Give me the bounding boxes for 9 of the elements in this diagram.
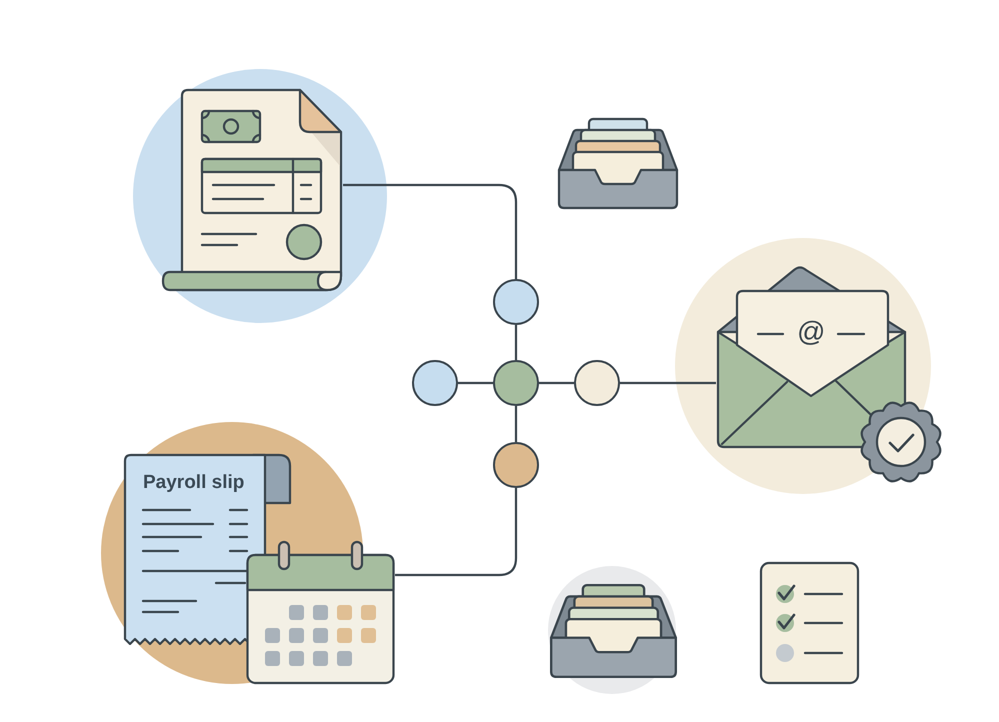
connector-line [395,488,518,576]
connector-line [620,382,716,384]
at-sign: @ [797,318,826,346]
connector-line [458,382,493,384]
connector-line [514,406,518,442]
slip-title: Payroll slip [143,473,244,492]
connector-line [343,184,518,279]
connector-line [514,325,518,360]
connector-line [539,382,574,384]
